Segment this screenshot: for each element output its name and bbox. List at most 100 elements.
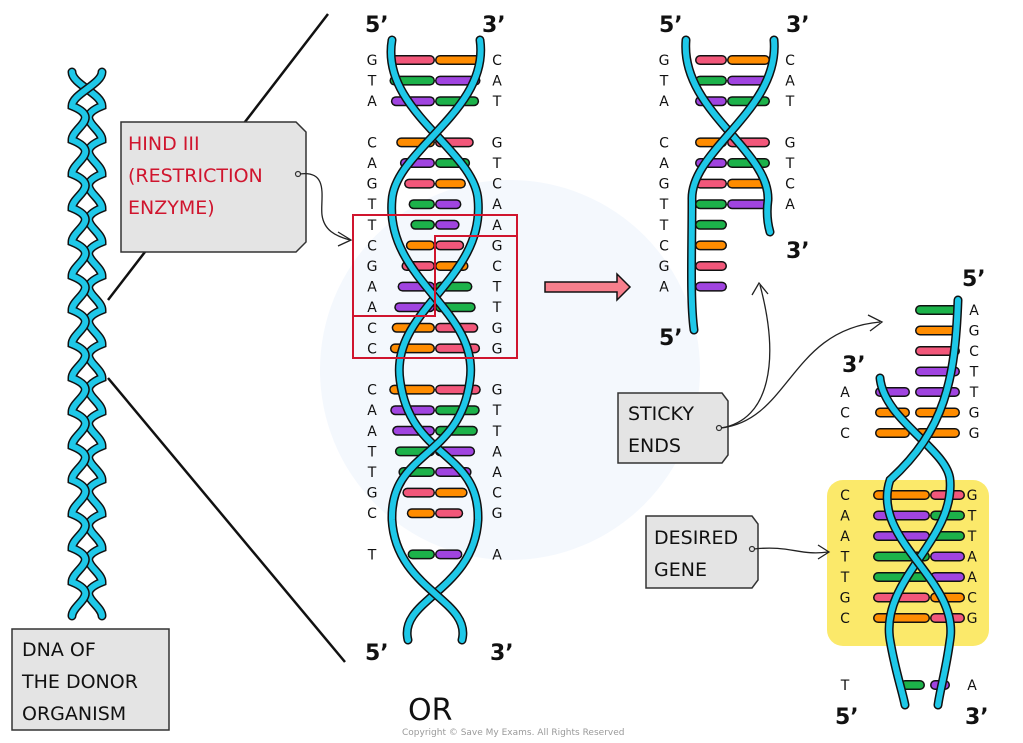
donor-label: DNA OF THE DONOR ORGANISM: [11, 628, 170, 731]
base-letter-right: A: [492, 74, 502, 90]
cut-base-letter-left: A: [659, 94, 669, 110]
cut-base-letter-right: C: [785, 53, 795, 69]
base-letter-right: A: [492, 197, 502, 213]
base-letter-left: C: [367, 506, 377, 522]
cut-base-letter-left: G: [659, 177, 670, 193]
base-letter-left: A: [367, 94, 377, 110]
sugar-phosphate-backbone: [688, 37, 778, 333]
base-letter-left: T: [367, 547, 377, 563]
or-label: OR: [408, 693, 452, 728]
donor-dna-strand: [67, 67, 107, 621]
cut-base-letter-right: C: [785, 177, 795, 193]
frag-base-letter-left: A: [840, 385, 850, 401]
cut-base-letter-left: A: [659, 156, 669, 172]
cut-base-letter-left: G: [659, 53, 670, 69]
cut-right-3prime: 3’: [786, 239, 810, 264]
base-letter-right: C: [492, 53, 502, 69]
cut-base-letter-left: C: [659, 135, 669, 151]
gene-base-letter-right: C: [967, 591, 977, 607]
base-letter-right: C: [492, 259, 502, 275]
mid-bottom-5prime: 5’: [365, 641, 389, 666]
cut-top-5prime: 5’: [659, 13, 683, 38]
frag-top-5prime: 5’: [962, 267, 986, 292]
cut-base-letter-right: G: [785, 135, 796, 151]
frag-base-letter-right: T: [969, 385, 979, 401]
base-letter-left: A: [367, 424, 377, 440]
base-letter-right: T: [492, 280, 502, 296]
cut-bottom-5prime: 5’: [659, 326, 683, 351]
base-letter-left: G: [367, 53, 378, 69]
base-letter-right: G: [492, 341, 503, 357]
gene-base-letter-right: G: [967, 488, 978, 504]
frag-base-letter-left: C: [840, 406, 850, 422]
sugar-phosphate-backbone: [387, 37, 482, 643]
cut-base-letter-right: T: [785, 94, 795, 110]
enzyme-tag: HIND III (RESTRICTION ENZYME): [120, 121, 353, 253]
gene-base-letter-right: T: [967, 509, 977, 525]
base-letter-right: G: [492, 383, 503, 399]
sticky-ends-pointer-2: [720, 321, 881, 429]
tail-base-letter-left: T: [840, 678, 850, 694]
gene-base-letter-left: T: [840, 570, 850, 586]
enzyme-pointer-arrow: [299, 173, 351, 241]
gene-base-letter-left: G: [840, 591, 851, 607]
base-letter-left: C: [367, 135, 377, 151]
frag-base-letter-right: C: [969, 344, 979, 360]
sticky-ends-label-line-1: STICKY: [628, 403, 694, 425]
mid-top-3prime: 3’: [482, 13, 506, 38]
base-letter-right: C: [492, 177, 502, 193]
mid-top-5prime: 5’: [365, 13, 389, 38]
base-letter-left: G: [367, 259, 378, 275]
base-letter-left: A: [367, 280, 377, 296]
base-letter-left: G: [367, 486, 378, 502]
base-letter-left: A: [367, 403, 377, 419]
frag-base-letter-right: A: [969, 303, 979, 319]
base-letter-left: C: [367, 383, 377, 399]
gene-base-letter-left: C: [840, 488, 850, 504]
cut-top-3prime: 3’: [786, 13, 810, 38]
cut-base-letter-right: A: [785, 197, 795, 213]
base-letter-right: A: [492, 465, 502, 481]
cut-base-letter-left: T: [659, 218, 669, 234]
zoom-lines: [107, 13, 346, 663]
copyright-notice: Copyright © Save My Exams. All Rights Re…: [402, 728, 624, 738]
sugar-phosphate-backbone: [68, 69, 105, 619]
cut-base-letter-right: A: [785, 74, 795, 90]
desired-gene-label-line-1: DESIRED: [654, 527, 738, 549]
sticky-ends-tag: STICKY ENDS: [617, 281, 884, 464]
base-letter-right: G: [492, 238, 503, 254]
base-letter-right: A: [492, 547, 502, 563]
enzyme-label-line-1: HIND III: [128, 133, 200, 155]
enzyme-label-line-3: ENZYME): [128, 197, 215, 219]
base-letter-right: A: [492, 444, 502, 460]
gene-base-letter-right: A: [967, 570, 977, 586]
gene-base-letter-left: C: [840, 611, 850, 627]
frag-left-3prime: 3’: [842, 353, 866, 378]
donor-label-line-1: DNA OF: [22, 639, 96, 661]
base-letter-right: T: [492, 424, 502, 440]
enzyme-label-line-2: (RESTRICTION: [128, 165, 263, 187]
process-arrow: [544, 272, 632, 302]
cut-base-letter-left: T: [659, 197, 669, 213]
base-letter-left: T: [367, 444, 377, 460]
cut-dna-fragment: [681, 35, 779, 335]
tail-base-letter-right: A: [967, 678, 977, 694]
base-letter-left: A: [367, 300, 377, 316]
frag-base-letter-right: G: [969, 406, 980, 422]
base-letter-left: G: [367, 177, 378, 193]
sugar-phosphate-backbone: [877, 375, 954, 708]
base-letter-left: T: [367, 197, 377, 213]
base-letter-right: G: [492, 321, 503, 337]
base-letter-right: T: [492, 300, 502, 316]
cut-base-letter-left: T: [659, 74, 669, 90]
frag-base-letter-right: T: [969, 365, 979, 381]
desired-gene-pointer: [753, 547, 829, 554]
base-letter-left: A: [367, 156, 377, 172]
base-letter-left: T: [367, 465, 377, 481]
base-letter-right: A: [492, 218, 502, 234]
cut-base-letter-left: G: [659, 259, 670, 275]
sugar-phosphate-backbone: [682, 37, 773, 235]
gene-base-letter-left: A: [840, 529, 850, 545]
desired-gene-tag: DESIRED GENE: [645, 515, 831, 589]
